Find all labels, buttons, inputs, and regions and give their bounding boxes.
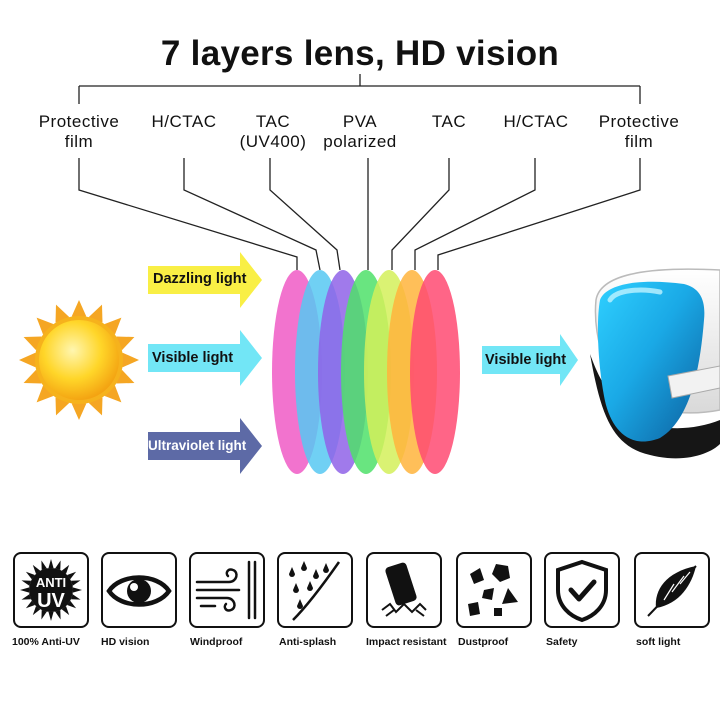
feature-label-hd-vision: HD vision (101, 636, 150, 648)
layer-label-6: H/CTAC (503, 112, 569, 131)
feature-safety (544, 552, 620, 628)
feature-label-dustproof: Dustproof (458, 636, 509, 648)
outgoing-visible-light-arrow (482, 334, 578, 386)
feature-anti-splash (277, 552, 353, 628)
feature-label-safety: Safety (546, 636, 578, 648)
anti-uv-badge-bottom: UV (37, 590, 65, 612)
leader-lines (78, 158, 641, 271)
anti-uv-icon: ANTI UV (20, 559, 82, 621)
goggle-image (590, 268, 720, 459)
layer-label-2: H/CTAC (151, 112, 217, 131)
anti-uv-badge-top: ANTI (36, 575, 66, 590)
feature-label-windproof: Windproof (190, 636, 243, 648)
sun-icon (19, 300, 139, 420)
feature-label-anti-splash: Anti-splash (279, 636, 337, 648)
feature-label-anti-uv: 100% Anti-UV (12, 636, 80, 648)
lens-layers (272, 270, 460, 474)
splash-icon (289, 561, 341, 621)
ultraviolet-light-arrow (148, 418, 262, 474)
feature-anti-uv: ANTI UV (13, 552, 89, 628)
lens-layer-7 (410, 270, 460, 474)
feature-label-impact-resistant: Impact resistant (366, 636, 447, 648)
feather-icon (647, 565, 697, 617)
dazzling-light-label: Dazzling light (153, 271, 247, 287)
eye-icon (106, 575, 172, 607)
feature-dustproof (456, 552, 532, 628)
feature-hd-vision (101, 552, 177, 628)
feature-label-soft-light: soft light (636, 636, 681, 648)
layer-label-3: TAC(UV400) (239, 112, 307, 151)
title-bracket (78, 74, 641, 104)
dust-icon (468, 564, 518, 616)
visible-light-label: Visible light (152, 350, 234, 366)
layer-label-5: TAC (431, 112, 467, 131)
visible-light-arrow (148, 330, 262, 386)
ultraviolet-light-label: Ultraviolet light (148, 438, 247, 453)
feature-impact-resistant (366, 552, 442, 628)
outgoing-visible-light-label: Visible light (485, 352, 567, 368)
feature-soft-light (634, 552, 710, 628)
feature-windproof (189, 552, 265, 628)
wind-icon (195, 560, 257, 620)
impact-icon (381, 562, 427, 617)
dazzling-light-arrow (148, 252, 262, 308)
page-title: 7 layers lens, HD vision (160, 34, 560, 73)
shield-check-icon (556, 559, 608, 623)
